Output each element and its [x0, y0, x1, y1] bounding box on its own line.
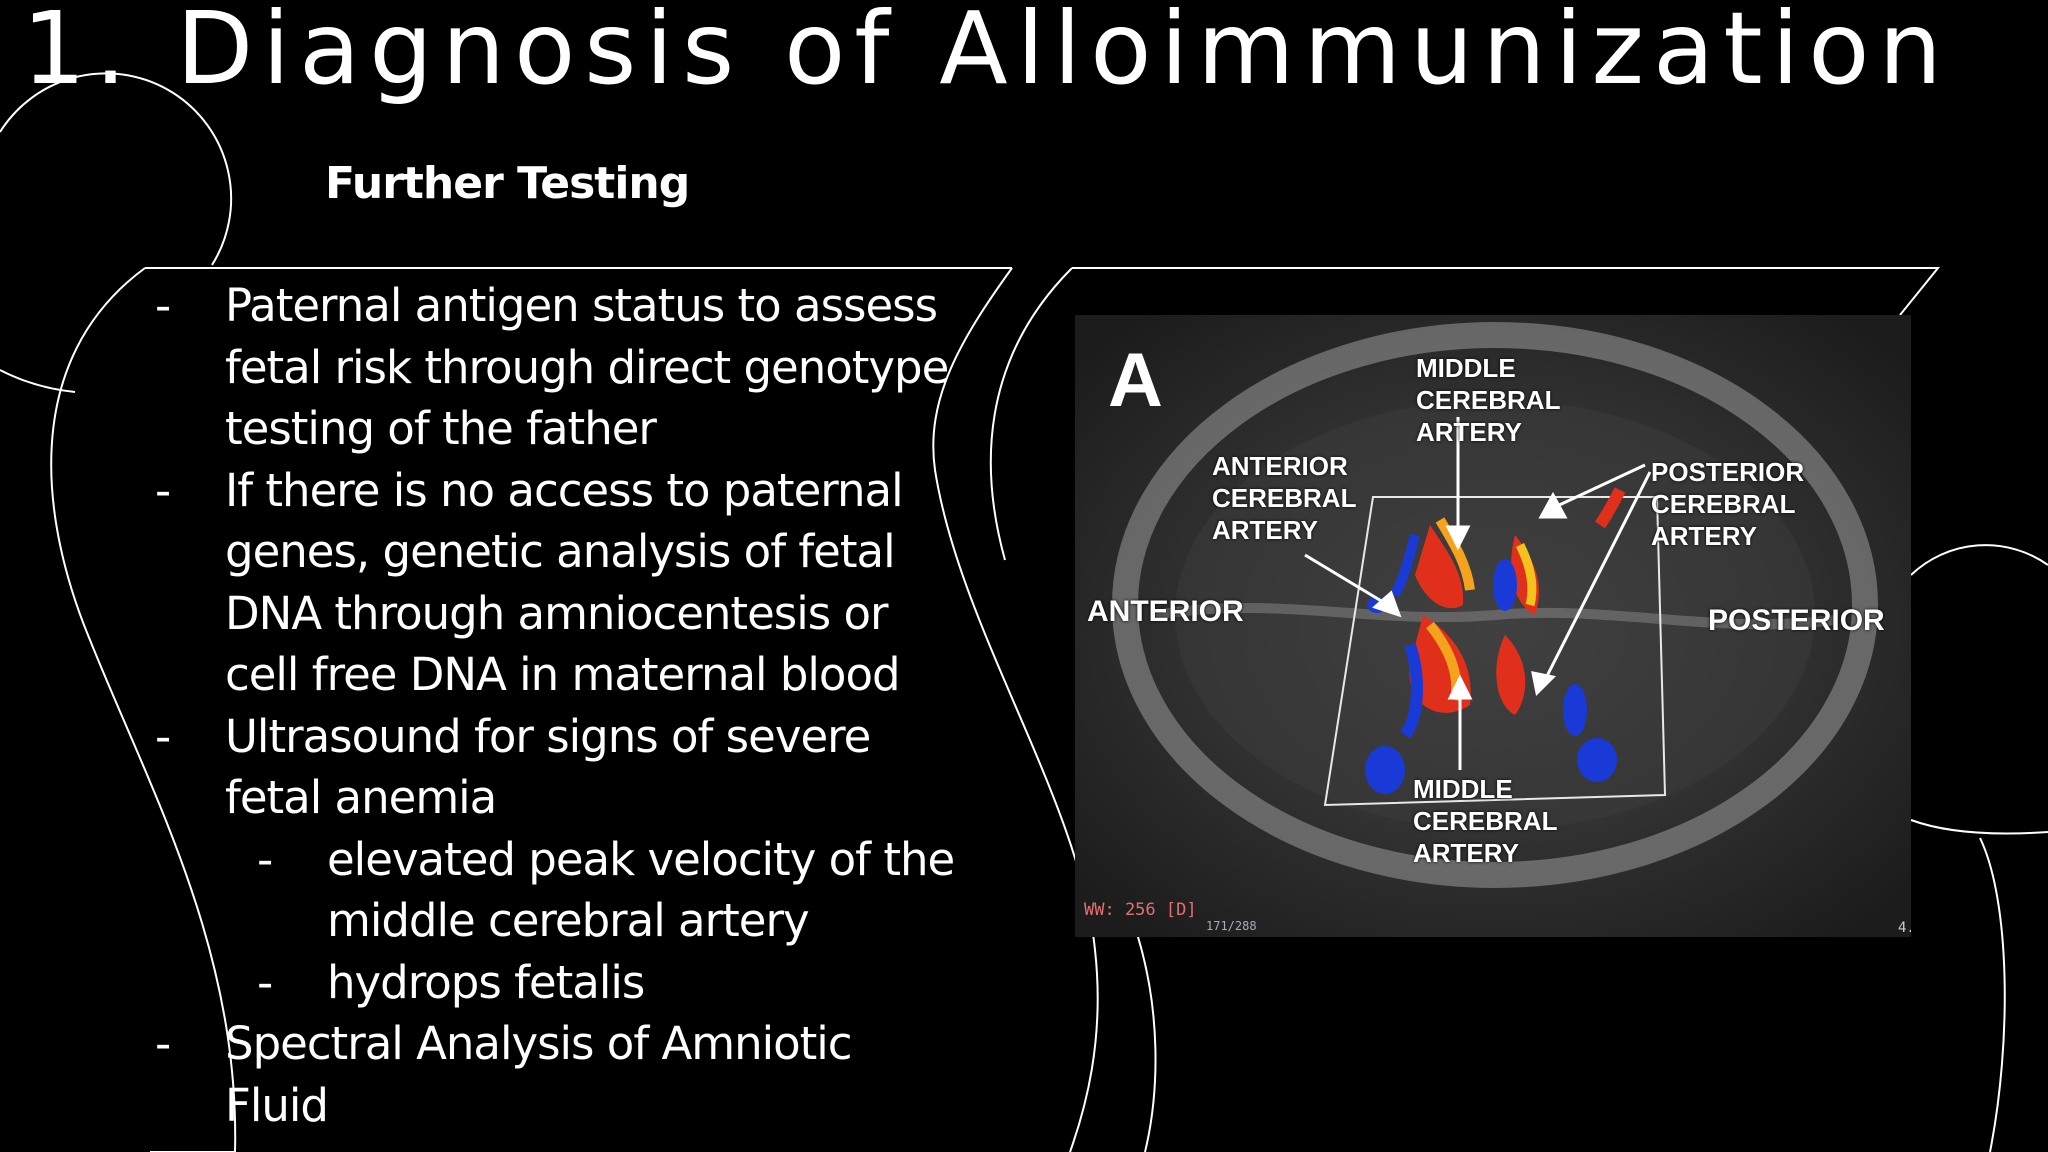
- bullet-list: - Paternal antigen status to assess fetal …: [150, 275, 990, 1136]
- bullet-text-line: fetal anemia: [225, 771, 497, 824]
- pca-label: POSTERIOR CEREBRAL ARTERY: [1651, 457, 1805, 551]
- image-panel-bottom-curve: [1137, 936, 1157, 1152]
- section-subtitle: Further Testing: [325, 158, 690, 209]
- bullet-dash: -: [155, 463, 171, 517]
- text-panel-top-right-diagonal: [932, 267, 1013, 471]
- bullet-text-line: cell free DNA in maternal blood: [225, 648, 901, 701]
- bullet-text-line: Ultrasound for signs of severe: [225, 709, 871, 763]
- bullet-dash: -: [257, 955, 273, 1009]
- right-circle-lower-arc: [1910, 819, 2048, 835]
- left-circle-lower-arc: [0, 369, 76, 393]
- window-width-readout: WW: 256 [D]: [1084, 900, 1197, 920]
- right-edge-curve: [1979, 837, 2006, 1152]
- bullet-text-line: fetal risk through direct genotype: [225, 340, 949, 394]
- bullet-text-line: If there is no access to paternal: [225, 463, 904, 517]
- bullet-text-line: Paternal antigen status to assess: [225, 279, 938, 332]
- image-panel-top-edge: [1072, 267, 1941, 316]
- bullet-dash: -: [155, 279, 171, 332]
- bullet-text-line: Spectral Analysis of Amniotic: [225, 1017, 853, 1070]
- bullet-text-line: testing of the father: [225, 402, 657, 455]
- panel-letter: A: [1108, 338, 1163, 423]
- bullet-dash: -: [257, 832, 273, 886]
- image-panel-left-curve: [989, 267, 1073, 561]
- edge-readout: 4.: [1898, 920, 1911, 936]
- bullet-dash: -: [155, 1017, 171, 1070]
- page-title: 1. Diagnosis of Alloimmunization: [22, 0, 1951, 107]
- right-circle-arc: [1910, 544, 2048, 576]
- bullet-text-line: Fluid: [225, 1078, 329, 1132]
- bullet-text-line: DNA through amniocentesis or: [225, 586, 889, 640]
- bullet-text-line: hydrops fetalis: [327, 955, 645, 1009]
- anterior-label: ANTERIOR: [1087, 595, 1244, 628]
- bullet-text-line: genes, genetic analysis of fetal: [225, 525, 896, 578]
- aca-label: ANTERIOR CEREBRAL ARTERY: [1212, 451, 1357, 545]
- bullet-text-line: elevated peak velocity of the: [327, 832, 955, 886]
- ultrasound-image: A MIDDLE CEREBRAL ARTERY ANTERIOR CEREBR…: [1075, 315, 1911, 937]
- bullet-item: -If there is no access to paternal genes,…: [150, 460, 990, 706]
- sub-bullet-item: -elevated peak velocity of the middle cer…: [150, 829, 990, 952]
- doppler-flow: [1365, 487, 1626, 794]
- annotation-arrows: [1304, 417, 1652, 770]
- ultrasound-scan-graphic: [1075, 315, 1911, 937]
- mca-bottom-label: MIDDLE CEREBRAL ARTERY: [1413, 774, 1558, 868]
- bullet-text-line: middle cerebral artery: [327, 894, 810, 947]
- sub-bullet-item: -hydrops fetalis: [150, 952, 990, 1014]
- frame-counter: 171/288: [1206, 919, 1257, 933]
- bullet-dash: -: [155, 709, 171, 763]
- mca-top-label: MIDDLE CEREBRAL ARTERY: [1416, 353, 1561, 447]
- posterior-label: POSTERIOR: [1708, 604, 1885, 637]
- bullet-item: -Ultrasound for signs of severe fetal ane…: [150, 706, 990, 829]
- text-panel-left-curve: [50, 267, 237, 1152]
- bullet-item: - Paternal antigen status to assess fetal …: [150, 275, 990, 460]
- top-left-circle-arc: [0, 72, 233, 266]
